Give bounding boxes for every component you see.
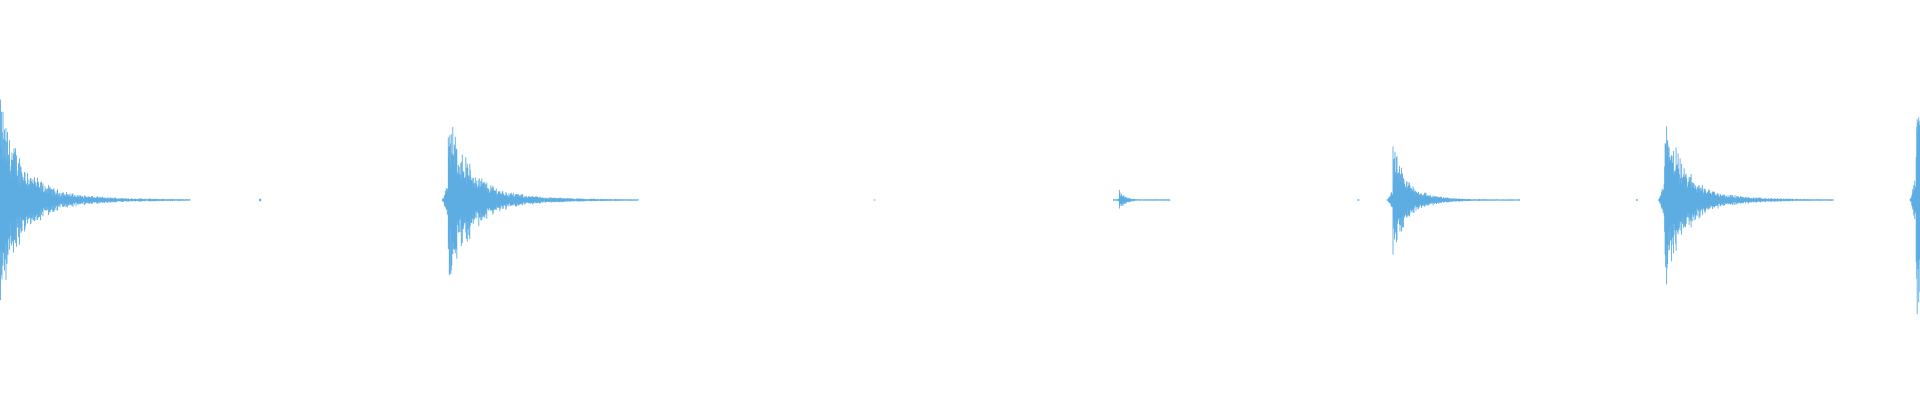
waveform-transient-path — [1112, 189, 1171, 209]
waveform-transient-path — [1658, 126, 1834, 285]
waveform-transient-path — [1386, 146, 1520, 255]
waveform-transient — [1909, 117, 1920, 315]
waveform-transient-path — [441, 127, 639, 276]
waveform-transient-path — [1909, 117, 1920, 315]
waveform-transient — [1112, 189, 1171, 209]
waveform-transient — [1658, 126, 1834, 285]
waveform-transient-path — [0, 99, 191, 301]
waveform-transient — [1386, 146, 1520, 255]
waveform-transient — [0, 99, 191, 301]
waveform-transient — [441, 127, 639, 276]
